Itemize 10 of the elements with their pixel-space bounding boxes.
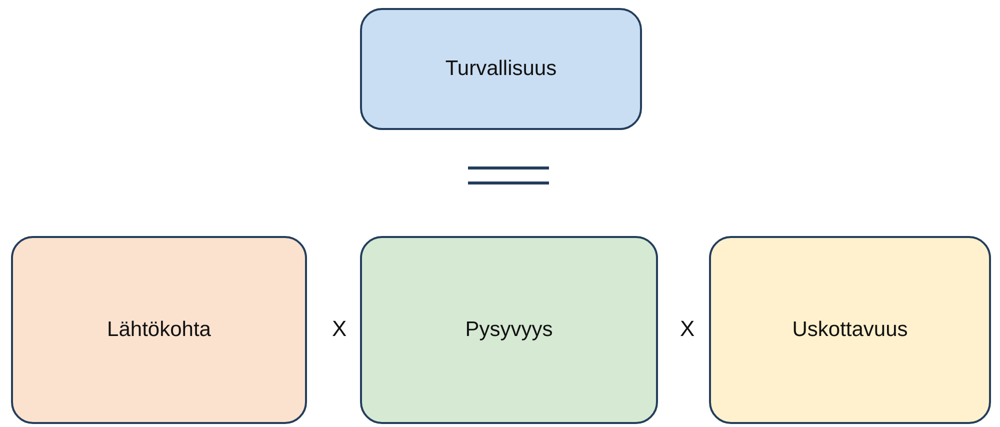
box-label: Lähtökohta (107, 318, 211, 342)
box-label: Turvallisuus (445, 57, 557, 81)
box-label: Uskottavuus (792, 318, 908, 342)
rounded-box (360, 8, 642, 130)
multiplication-sign: X (332, 316, 347, 342)
rounded-box (709, 236, 991, 424)
box-label: Pysyvyys (465, 318, 553, 342)
multiplication-sign: X (680, 316, 695, 342)
rounded-box (11, 236, 307, 424)
rounded-box (360, 236, 658, 424)
